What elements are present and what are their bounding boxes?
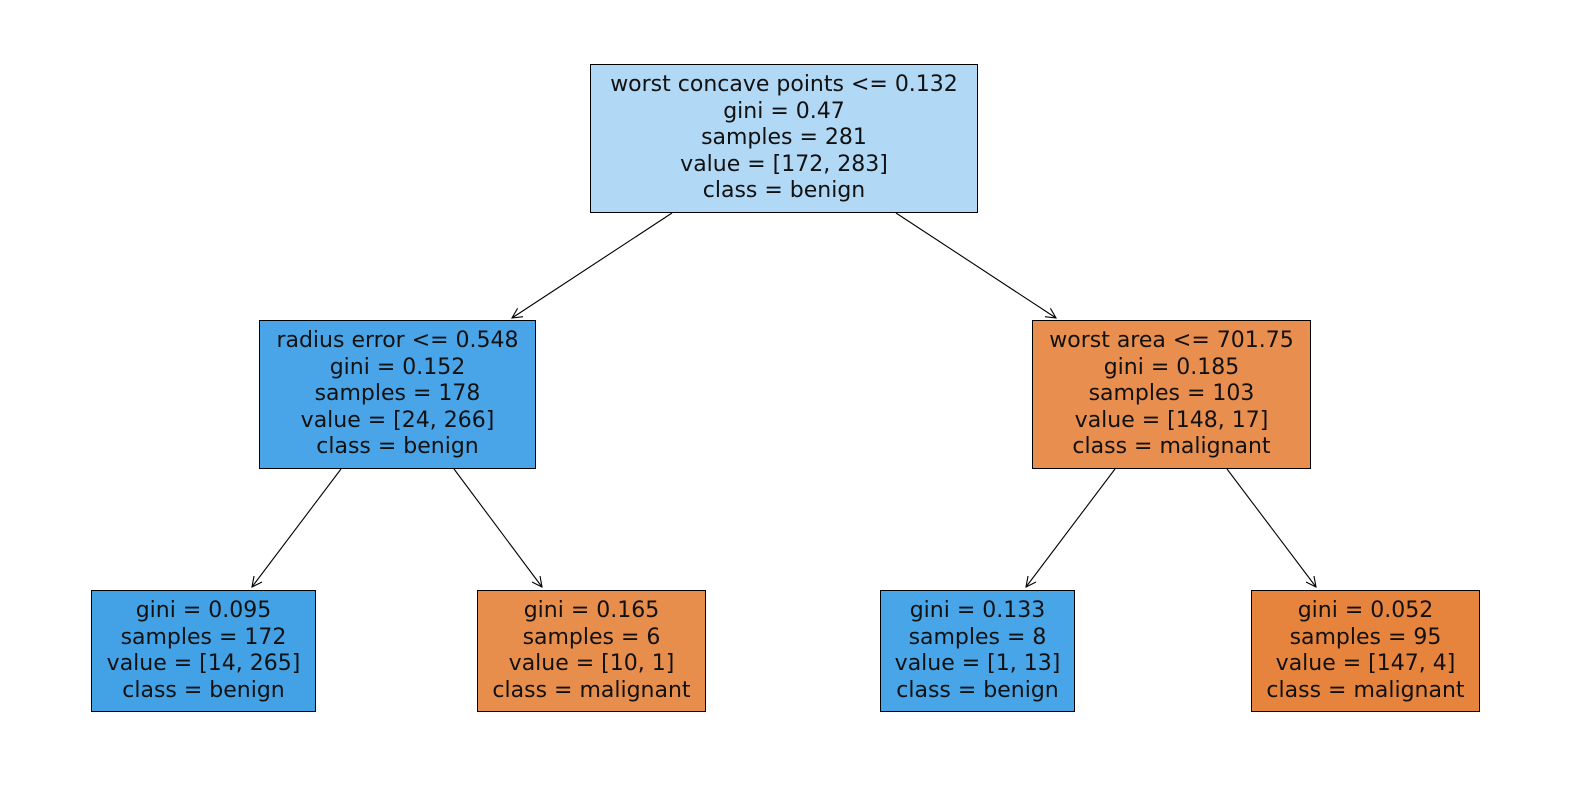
node-value: value = [14, 265] (106, 651, 301, 676)
edge-left-to-leaf-1 (252, 468, 342, 587)
tree-node-root: worst concave points <= 0.132 gini = 0.4… (590, 64, 978, 213)
edge-right-to-leaf-4 (1226, 468, 1316, 587)
node-value: value = [24, 266] (300, 407, 495, 433)
edge-right-to-leaf-3 (1026, 468, 1116, 587)
node-samples: samples = 281 (701, 125, 867, 151)
node-gini: gini = 0.165 (523, 598, 660, 623)
node-gini: gini = 0.095 (135, 598, 272, 623)
node-value: value = [147, 4] (1275, 651, 1456, 676)
node-class: class = benign (316, 434, 479, 460)
node-gini: gini = 0.052 (1297, 598, 1434, 623)
node-gini: gini = 0.133 (909, 598, 1046, 623)
node-gini: gini = 0.47 (723, 98, 845, 124)
node-samples: samples = 8 (908, 624, 1047, 650)
node-value: value = [172, 283] (680, 151, 888, 177)
tree-node-right: worst area <= 701.75 gini = 0.185 sample… (1032, 320, 1311, 469)
node-gini: gini = 0.152 (329, 354, 466, 380)
node-class: class = benign (122, 677, 285, 703)
node-class: class = malignant (1266, 677, 1465, 703)
node-class: class = malignant (1072, 434, 1271, 460)
tree-leaf-3: gini = 0.133 samples = 8 value = [1, 13]… (880, 590, 1075, 712)
node-value: value = [1, 13] (894, 651, 1061, 676)
node-value: value = [148, 17] (1074, 407, 1269, 433)
node-split-condition: radius error <= 0.548 (276, 328, 519, 354)
node-samples: samples = 172 (120, 624, 287, 650)
node-value: value = [10, 1] (508, 651, 675, 676)
node-class: class = malignant (492, 677, 691, 703)
tree-leaf-4: gini = 0.052 samples = 95 value = [147, … (1251, 590, 1480, 712)
node-split-condition: worst area <= 701.75 (1049, 328, 1294, 354)
node-samples: samples = 178 (314, 381, 481, 407)
edge-root-to-left (512, 212, 673, 318)
tree-leaf-2: gini = 0.165 samples = 6 value = [10, 1]… (477, 590, 706, 712)
edge-root-to-right (895, 212, 1056, 318)
node-class: class = benign (896, 677, 1059, 703)
node-class: class = benign (702, 178, 866, 204)
node-samples: samples = 95 (1289, 624, 1442, 650)
edge-left-to-leaf-2 (453, 468, 542, 587)
node-split-condition: worst concave points <= 0.132 (610, 72, 958, 98)
tree-leaf-1: gini = 0.095 samples = 172 value = [14, … (91, 590, 316, 712)
tree-node-left: radius error <= 0.548 gini = 0.152 sampl… (259, 320, 536, 469)
node-samples: samples = 103 (1088, 381, 1255, 407)
node-samples: samples = 6 (522, 624, 661, 650)
node-gini: gini = 0.185 (1103, 354, 1240, 380)
